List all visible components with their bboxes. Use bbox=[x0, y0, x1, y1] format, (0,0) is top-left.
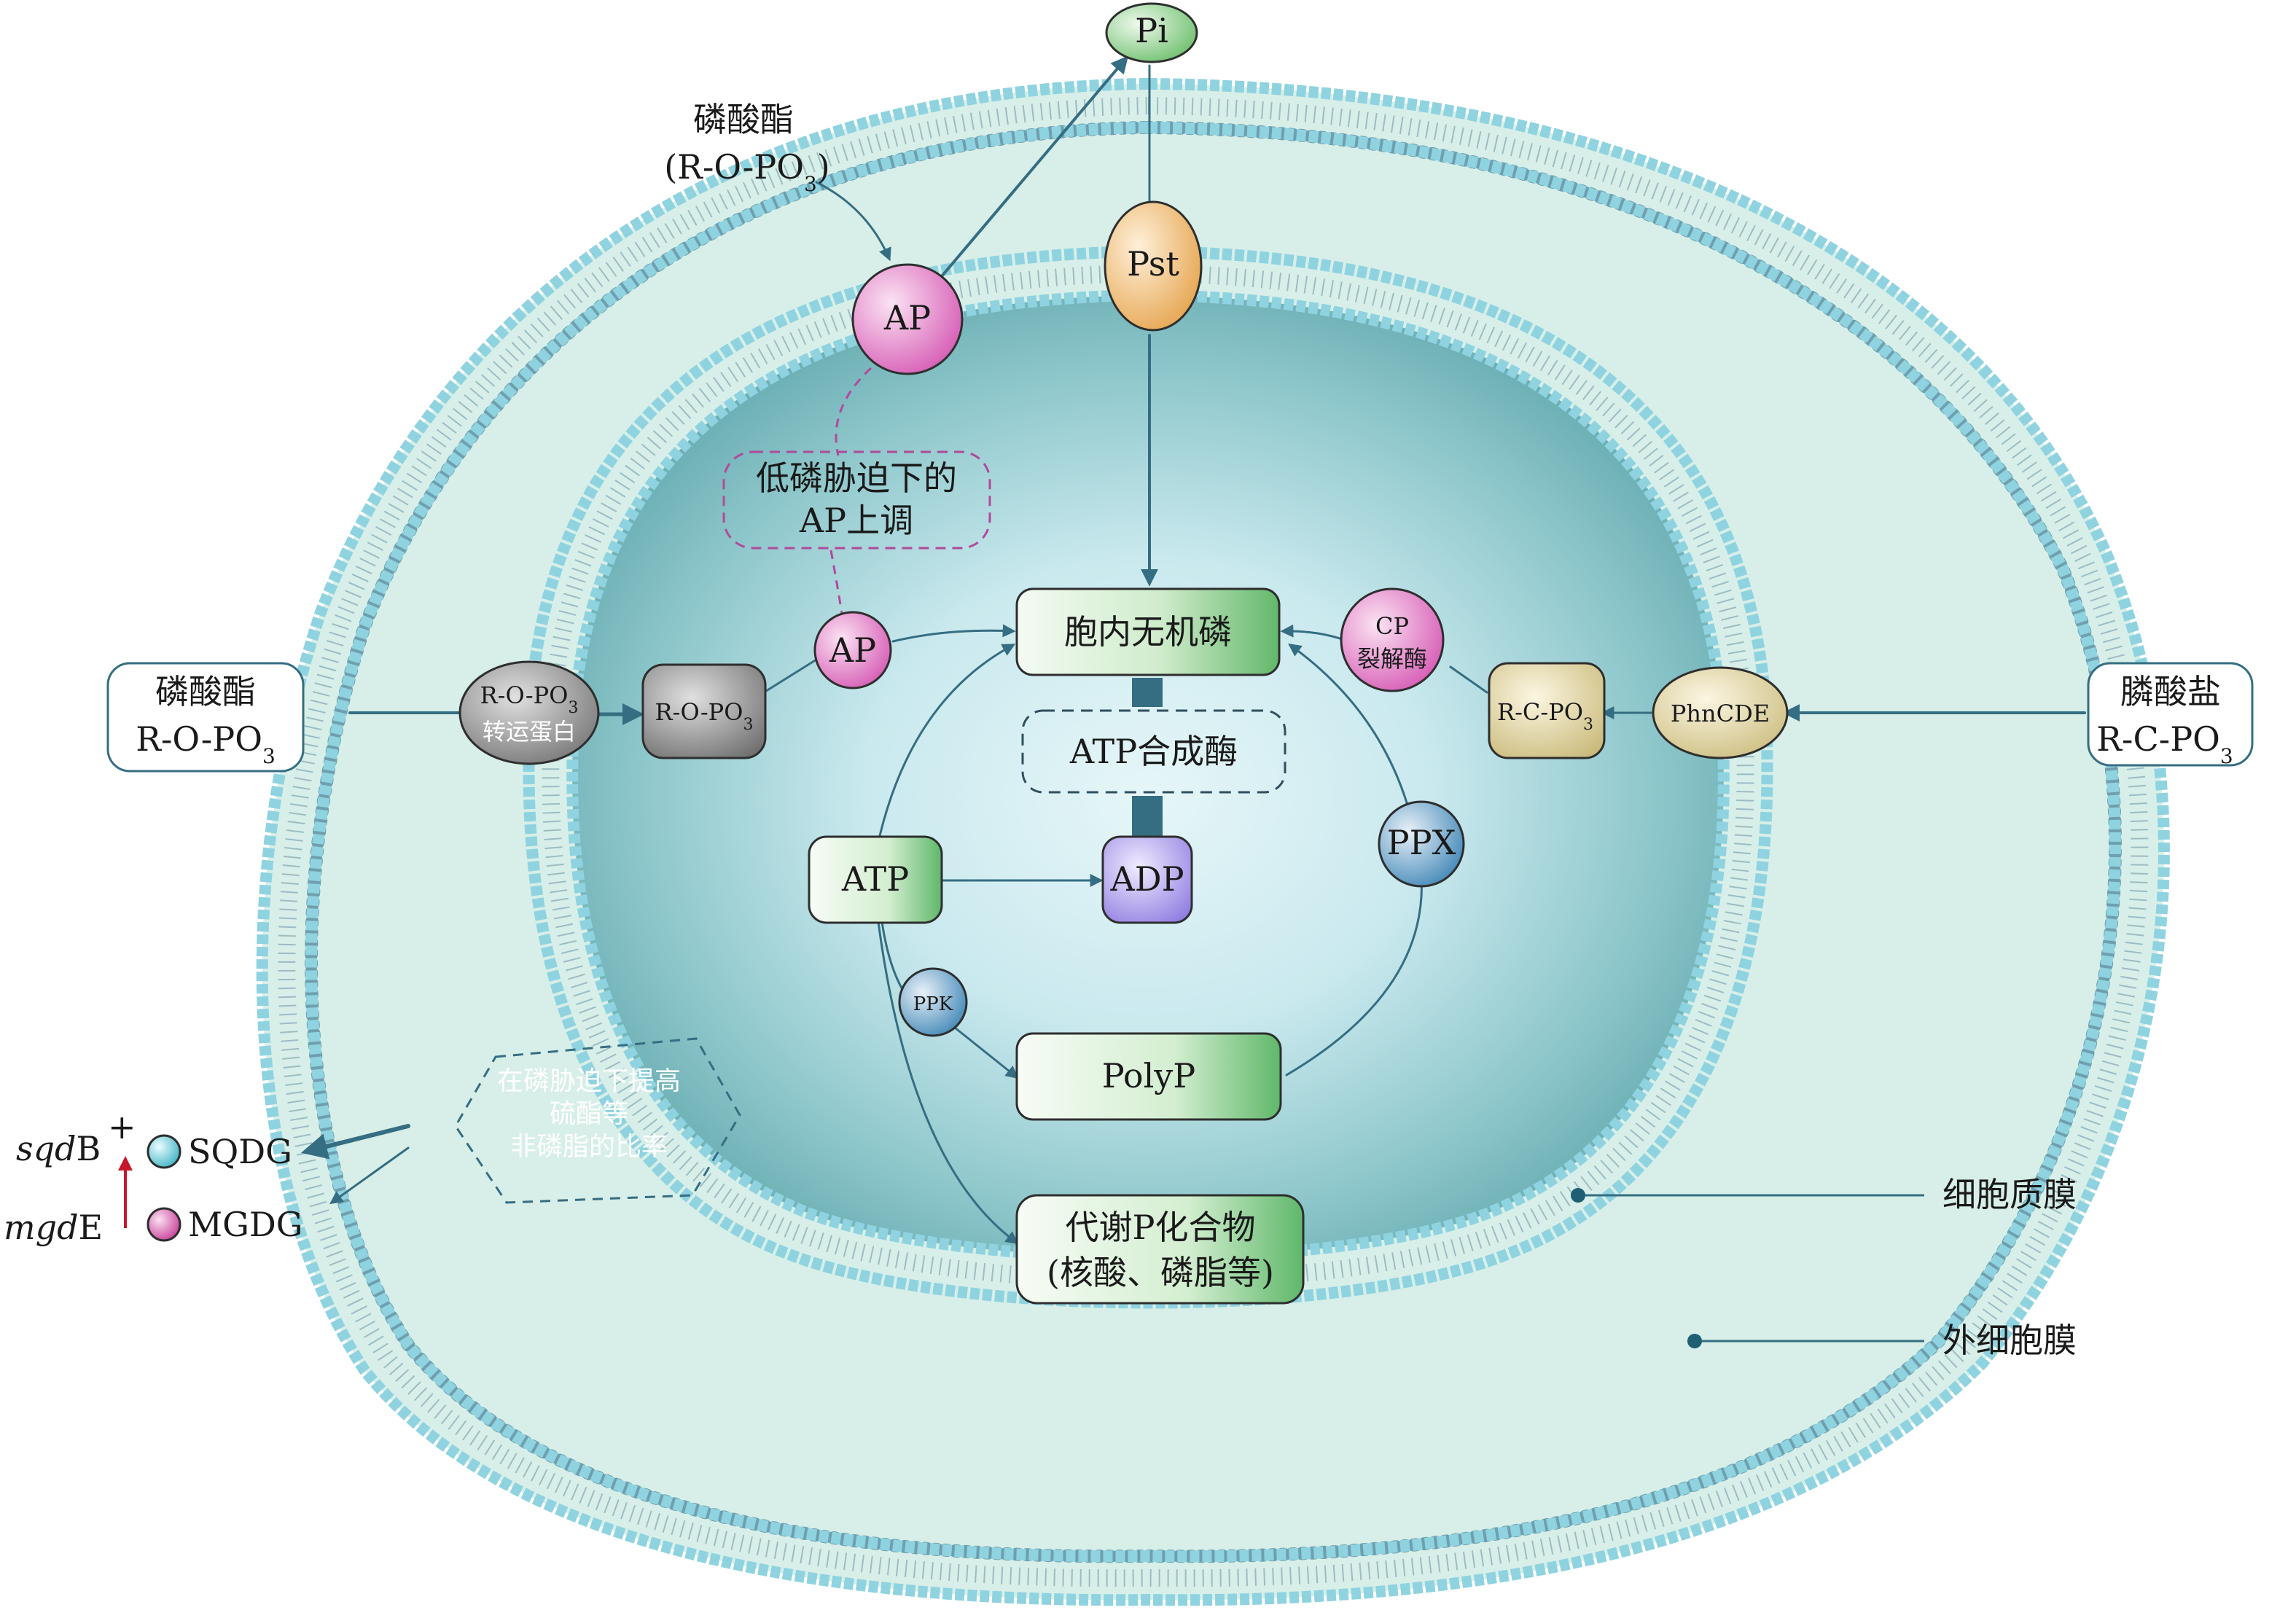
arrow-membrane-to-mgdg bbox=[329, 1146, 410, 1205]
rcpo3-box bbox=[1488, 662, 1606, 759]
cp-lyase-line2: 裂解酶 bbox=[1357, 645, 1427, 673]
phosphoester-top-line2: (R-O-PO3) bbox=[664, 147, 830, 196]
sqdb-label: sqdB bbox=[16, 1129, 101, 1168]
ap-inner-node bbox=[813, 611, 892, 689]
atp-synthase-bar-bottom bbox=[1132, 796, 1163, 837]
transporter-line2: 转运蛋白 bbox=[483, 718, 576, 746]
ap-upregulation-line1: 低磷胁迫下的 bbox=[756, 458, 957, 498]
phosphonate-line2: R-C-PO3 bbox=[2096, 719, 2233, 768]
ap-inner-label: AP bbox=[829, 630, 876, 670]
polyp-label: PolyP bbox=[1102, 1056, 1195, 1095]
intracellular-pi-box bbox=[1015, 587, 1281, 676]
adp-label: ADP bbox=[1109, 859, 1184, 899]
cp-lyase-node bbox=[1340, 587, 1445, 692]
intracellular-pi-label: 胞内无机磷 bbox=[1064, 612, 1232, 652]
ap-membrane-label: AP bbox=[883, 298, 931, 337]
atp-synthase-box bbox=[1021, 709, 1286, 794]
transporter-line1: R-O-PO3 bbox=[480, 681, 579, 717]
sqdg-dot bbox=[147, 1134, 181, 1169]
rcpo3-box-label: R-C-PO3 bbox=[1497, 698, 1593, 734]
lipid-note-line3: 非磷脂的比率 bbox=[510, 1132, 668, 1162]
phncde-label: PhnCDE bbox=[1671, 700, 1770, 727]
ppk-node bbox=[898, 967, 968, 1037]
ppk-label: PPK bbox=[913, 993, 953, 1015]
lipid-note-line2: 硫酯等 bbox=[550, 1099, 628, 1129]
ap-membrane-node bbox=[851, 263, 964, 375]
mgdg-dot bbox=[147, 1207, 181, 1242]
lipid-note-hexagon bbox=[454, 1037, 741, 1204]
phosphoester-top-line1: 磷酸酯 bbox=[693, 100, 794, 139]
lipid-note-line1: 在磷胁迫下提高 bbox=[497, 1066, 681, 1096]
metabolic-box bbox=[1015, 1194, 1305, 1305]
cytoplasmic-membrane-label: 细胞质膜 bbox=[1942, 1175, 2077, 1214]
outer-membrane-label: 外细胞膜 bbox=[1942, 1321, 2077, 1360]
mgde-label: mgdE bbox=[4, 1208, 103, 1247]
ropo3-box-label: R-O-PO3 bbox=[655, 698, 754, 734]
atp-synthase-bar-top bbox=[1132, 678, 1163, 707]
atp-synthase-label: ATP合成酶 bbox=[1069, 732, 1238, 771]
phosphoester-left-box bbox=[106, 662, 305, 773]
arrow-rcpo3-to-cp-lyase bbox=[1449, 665, 1488, 694]
pst-transporter bbox=[1104, 200, 1203, 332]
metabolic-line2: (核酸、磷脂等) bbox=[1047, 1253, 1274, 1292]
arrow-atp-to-metabolic bbox=[877, 921, 1019, 1245]
outer-membrane-outer-beads bbox=[256, 77, 2170, 1606]
leader-dot-outer bbox=[1687, 1334, 1702, 1348]
ap-upregulation-connector-bottom bbox=[829, 550, 843, 614]
polyp-box bbox=[1015, 1032, 1282, 1121]
pst-label: Pst bbox=[1127, 244, 1179, 284]
ropo3-box bbox=[641, 663, 767, 759]
ap-upregulation-connector-top bbox=[835, 367, 872, 456]
arrow-ropo3-to-ap bbox=[762, 658, 818, 694]
arrow-phosphoester-to-ap bbox=[815, 181, 891, 262]
metabolic-line1: 代谢P化合物 bbox=[1066, 1208, 1256, 1247]
leader-dot-cytoplasmic bbox=[1571, 1188, 1585, 1203]
ropo3-transporter bbox=[458, 660, 600, 765]
ppx-label: PPX bbox=[1387, 823, 1456, 862]
pi-label: Pi bbox=[1135, 11, 1168, 50]
sqdb-plus: + bbox=[108, 1107, 136, 1146]
outer-membrane-inner-bead-ring bbox=[305, 121, 2121, 1563]
arrow-ap-to-pi bbox=[924, 55, 1129, 297]
ap-upregulation-line2: AP上调 bbox=[799, 501, 913, 540]
arrow-ap-to-intracellular-pi bbox=[891, 624, 1016, 643]
pi-node bbox=[1105, 2, 1198, 63]
ppx-node bbox=[1378, 800, 1465, 888]
phosphonate-box bbox=[2087, 662, 2254, 767]
ap-upregulation-box bbox=[722, 450, 991, 550]
arrow-atp-to-intracellular-pi bbox=[877, 644, 1016, 843]
phosphonate-line1: 膦酸盐 bbox=[2120, 672, 2221, 711]
adp-box bbox=[1101, 835, 1193, 924]
sqdg-label: SQDG bbox=[188, 1132, 292, 1171]
phosphoester-left-line2: R-O-PO3 bbox=[136, 719, 276, 768]
cp-lyase-line1: CP bbox=[1375, 612, 1409, 640]
cytoplasmic-membrane-tails bbox=[542, 264, 1754, 1289]
phosphoester-left-line1: 磷酸酯 bbox=[155, 672, 256, 711]
arrow-membrane-to-sqdg bbox=[301, 1124, 410, 1160]
mgdg-label: MGDG bbox=[188, 1205, 302, 1244]
phncde-transporter bbox=[1652, 666, 1789, 759]
atp-label: ATP bbox=[841, 859, 909, 899]
atp-box bbox=[808, 835, 943, 924]
